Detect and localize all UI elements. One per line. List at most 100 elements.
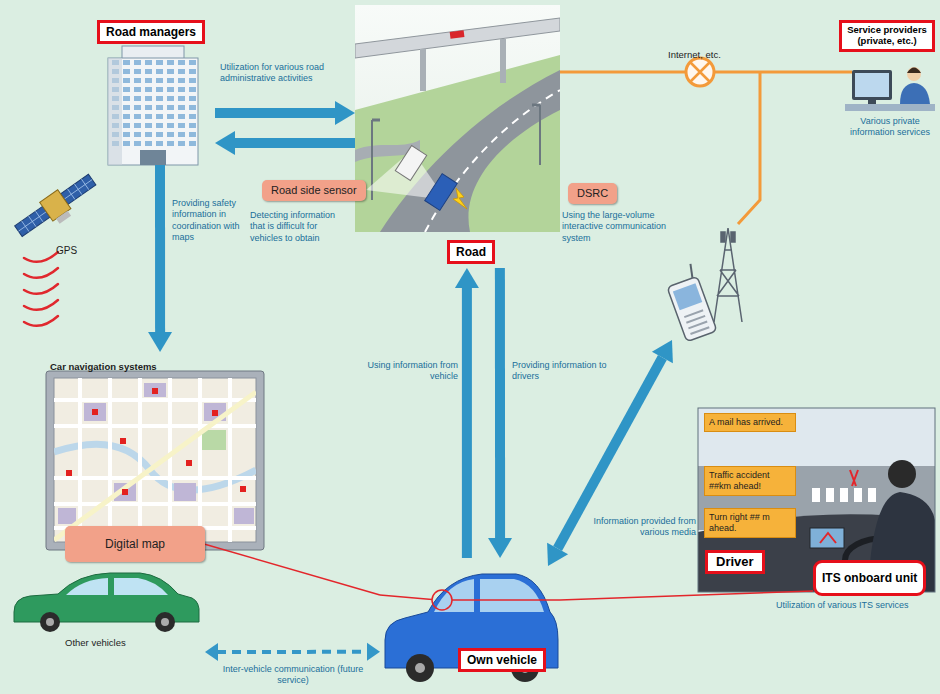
navigation-map-part-part-part [234,508,254,524]
node-text: DSRC [577,187,608,200]
driver-cockpit-part-part [826,488,834,502]
node-text: Digital map [65,537,205,551]
label-slot: Providing information to drivers [512,360,618,383]
note-text: Detecting information that is difficult … [250,210,352,244]
link-line-line [205,544,380,595]
office-building-part [122,46,184,59]
navigation-map-part-part-part [80,378,230,542]
service-provider-pc-part [907,68,921,74]
service-provider-pc-part [900,83,930,104]
label-slot: Various private information services [845,116,935,139]
label-slot: Information provided from various media [588,516,696,539]
service-provider-pc-part [868,100,876,104]
node-text: Turn right ## m ahead. [709,512,791,534]
service-provider-pc-part [855,73,889,97]
navigation-map-part-part-part [144,383,166,397]
arrow-head [455,268,479,288]
cell-tower-part [714,228,742,322]
node-text: Service providers (private, etc.) [845,25,929,47]
driver-cockpit-part [812,488,876,502]
arrow-head [367,643,380,661]
navigation-map-part-part-part [152,388,158,394]
screen-message: Traffic accident ##km ahead! [704,466,796,496]
flow-arrow-line [234,138,355,148]
driver-cockpit-part [888,460,916,488]
label-slot: Using information from vehicle [352,360,458,383]
gps-satellite-part [56,211,71,224]
highway-scene-part [355,5,560,232]
navigation-map-part-part-part [120,438,126,444]
navigation-map-part-part-part [174,483,196,501]
own-car-part [406,654,434,682]
actor-box: ITS onboard unit [813,560,926,596]
screen-message: A mail has arrived. [704,413,796,432]
flow-arrow [455,268,479,558]
own-car-part [415,663,425,673]
navigation-map-part-part-part [66,470,72,476]
link-line [560,591,813,600]
driver-cockpit-part-part [854,488,862,502]
office-building [108,46,198,165]
mobile-phone-part [688,264,696,278]
service-provider-pc [845,67,935,111]
navigation-map-part-part-part [122,489,128,495]
flow-arrow [215,131,355,155]
internet-link-part [686,58,714,86]
mobile-phone-part [684,310,709,334]
gps-signal-part [24,252,58,262]
office-building-part [140,150,166,165]
note-text: Utilization of various ITS services [776,600,935,611]
edge-label: Providing safety information in coordina… [172,198,264,243]
internet-link-part [690,62,710,82]
node-text: Driver [716,554,754,570]
other-car-part [40,612,60,632]
navigation-map-part-part [54,378,256,542]
cell-tower-part [731,232,735,242]
mobile-phone-part [667,276,717,341]
highway-scene-part [355,18,560,58]
node-text: ITS onboard unit [822,571,917,585]
media-arrow-part [547,543,568,566]
flow-arrow-line [462,287,472,558]
label-slot: GPS [56,240,96,258]
highway-scene-part [420,49,426,91]
highway-scene-part [425,174,458,211]
gps-signal-part [24,268,58,278]
gps-satellite [12,170,102,245]
other-car-part [161,618,169,626]
highway-scene-part [453,188,467,209]
car-navigation-group: Car navigation systems [45,352,265,548]
note-text: Using the large-volume interactive commu… [562,210,684,244]
label-slot: Internet, etc. [668,44,748,62]
navigation-map-part-part-part [92,409,98,415]
node-text: Traffic accident ##km ahead! [709,470,791,492]
gps-signal [24,252,58,326]
navigation-map [46,371,264,550]
highway-scene-part [500,39,506,83]
flow-arrow [215,101,355,125]
highway-scene-part [355,55,560,232]
flow-arrow-line [495,268,505,539]
mobile-phone [662,263,717,342]
own-car-part [480,579,544,612]
cell-tower-part [721,232,725,242]
navigation-map-part [54,378,256,542]
gps-signal-part [24,316,58,326]
other-car-part [66,578,108,595]
edge-label: Utilization for various road administrat… [220,62,350,85]
navigation-map-part-part [54,392,256,540]
navigation-map-part [54,378,256,542]
driver-cockpit-part [850,470,858,486]
highway-scene-part [372,105,540,120]
actor-label: Own vehicle [458,648,546,672]
driver-cockpit-part [820,533,836,543]
internet-link-part [560,72,852,224]
label-slot: Using the large-volume interactive commu… [562,210,684,244]
navigation-map-part-part-part [58,508,76,524]
media-arrow-part [652,340,673,363]
road-group: Road [355,5,560,268]
label-slot: Utilization for various road administrat… [220,62,350,85]
component-box: Digital map [65,526,205,562]
label-slot: Detecting information that is difficult … [250,210,352,244]
onboard-link-part [432,590,452,610]
